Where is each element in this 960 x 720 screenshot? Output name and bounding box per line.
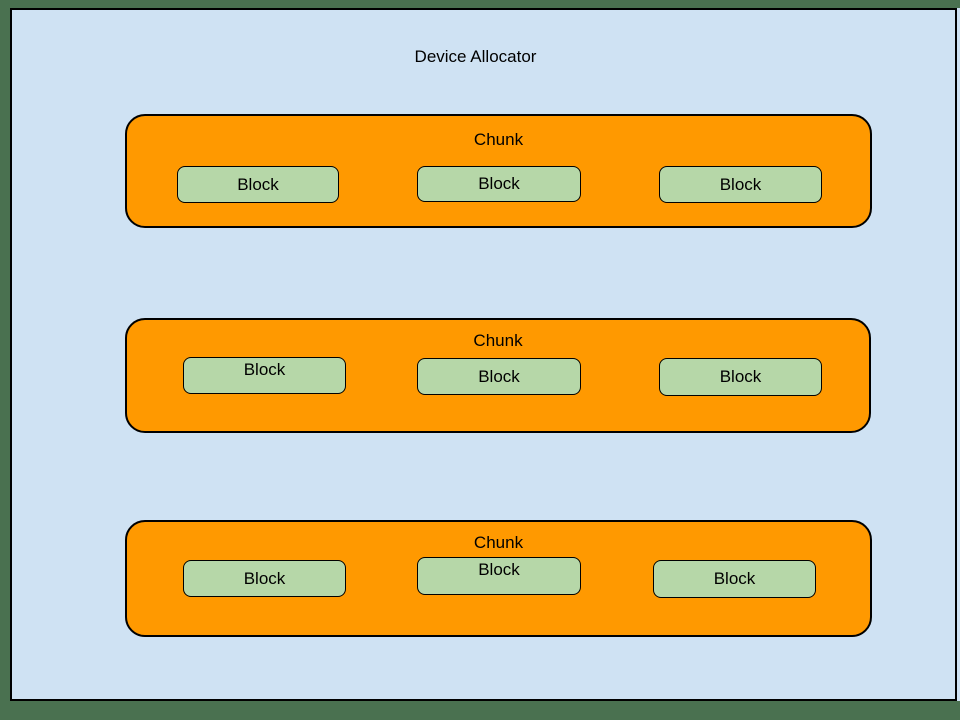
block-label: Block [243,360,286,379]
block-node: Block [417,358,581,395]
block-label: Block [478,174,520,193]
frame-band-left [0,0,10,720]
block-node: Block [659,166,822,203]
chunk-container-3: Chunk Block Block Block [125,520,872,637]
block-label: Block [237,174,279,194]
block-label: Block [243,568,286,588]
chunk-label: Chunk [473,533,524,552]
block-label: Block [478,366,520,386]
block-node: Block [653,560,816,598]
frame-band-bottom [0,701,960,720]
block-node: Block [177,166,339,203]
block-node: Block [417,166,581,202]
block-node: Block [183,560,346,597]
device-allocator-container: Device Allocator Chunk Block Block Block… [10,8,957,701]
block-label: Block [719,367,762,386]
chunk-container-2: Chunk Block Block Block [125,318,871,433]
block-label: Block [719,174,762,194]
block-node: Block [183,357,346,394]
page-title: Device Allocator [414,47,537,66]
block-label: Block [478,560,520,579]
frame-band-top [0,0,960,8]
block-node: Block [659,358,822,396]
chunk-label: Chunk [473,331,523,350]
block-label: Block [713,569,756,588]
chunk-label: Chunk [473,130,524,149]
chunk-container-1: Chunk Block Block Block [125,114,872,228]
block-node: Block [417,557,581,595]
